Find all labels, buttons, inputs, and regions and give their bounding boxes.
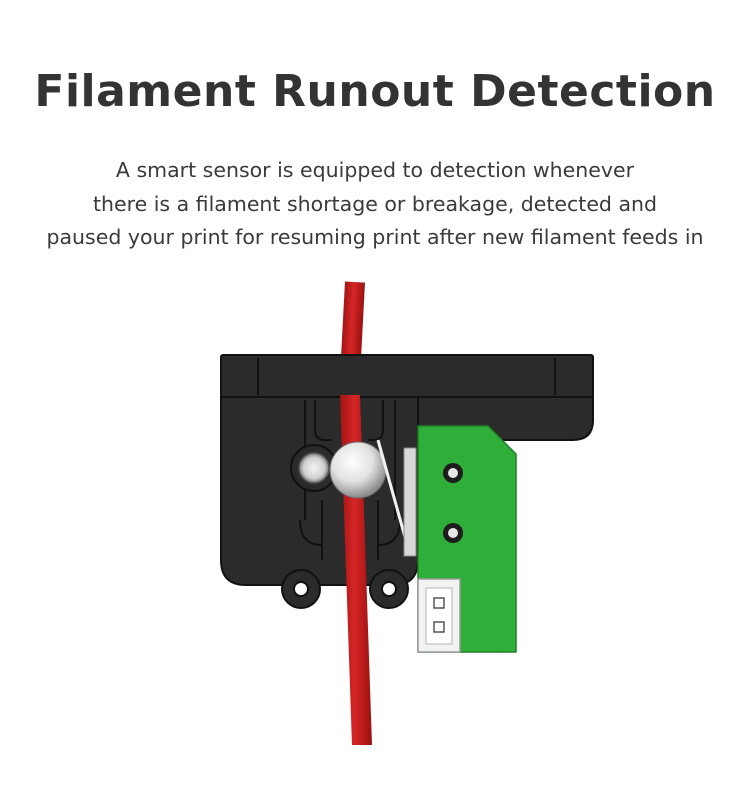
- steel-ball: [329, 441, 387, 499]
- filament-top: [340, 281, 365, 363]
- description-line-3: paused your print for resuming print aft…: [46, 225, 704, 249]
- pcb-connector: [417, 578, 461, 653]
- feature-description: A smart sensor is equipped to detection …: [0, 154, 750, 255]
- runout-sensor-illustration: [220, 281, 594, 745]
- microswitch: [403, 447, 417, 557]
- description-line-2: there is a filament shortage or breakage…: [92, 191, 658, 216]
- page-title: Filament Runout Detection: [34, 66, 716, 117]
- pcb-screws: [443, 463, 463, 543]
- pivot-hole: [298, 452, 330, 484]
- description-line-1: A smart sensor is equipped to detection …: [115, 158, 635, 182]
